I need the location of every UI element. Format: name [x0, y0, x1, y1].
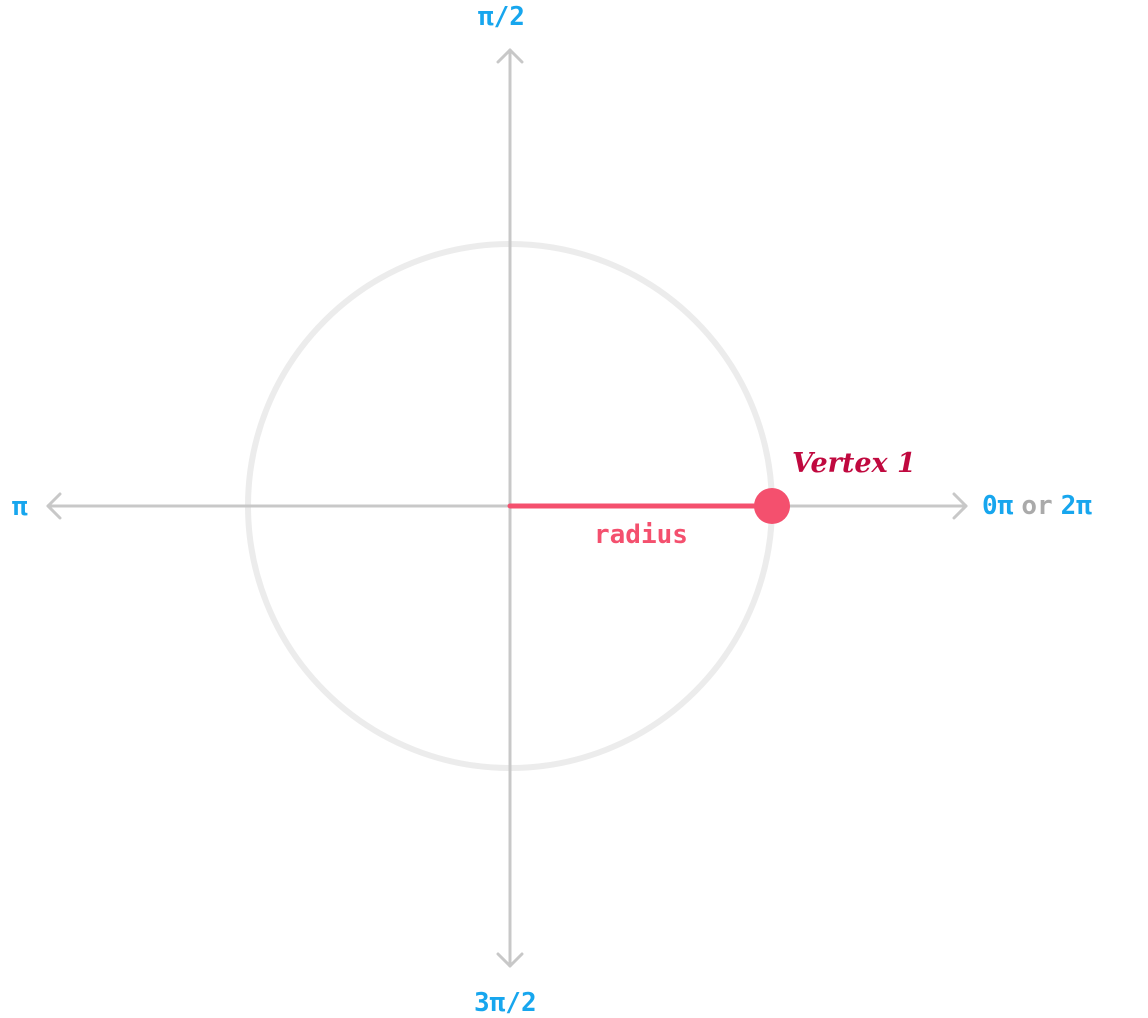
arrowhead-up	[496, 48, 524, 64]
vertex-point	[754, 488, 790, 524]
label-3pi-over-2: 3π/2	[474, 988, 537, 1018]
label-pi: π	[12, 492, 28, 522]
arrowhead-left	[46, 492, 62, 520]
label-0pi: 0π	[982, 491, 1014, 521]
label-or: or	[1021, 491, 1053, 521]
label-2pi: 2π	[1060, 491, 1092, 521]
radius-label: radius	[594, 520, 688, 550]
arrowhead-down	[496, 952, 524, 968]
label-pi-over-2: π/2	[478, 2, 525, 32]
vertex-1-label: Vertex 1	[792, 448, 916, 479]
arrowhead-right	[952, 492, 968, 520]
label-right-angles: 0π or 2π	[982, 493, 1092, 519]
